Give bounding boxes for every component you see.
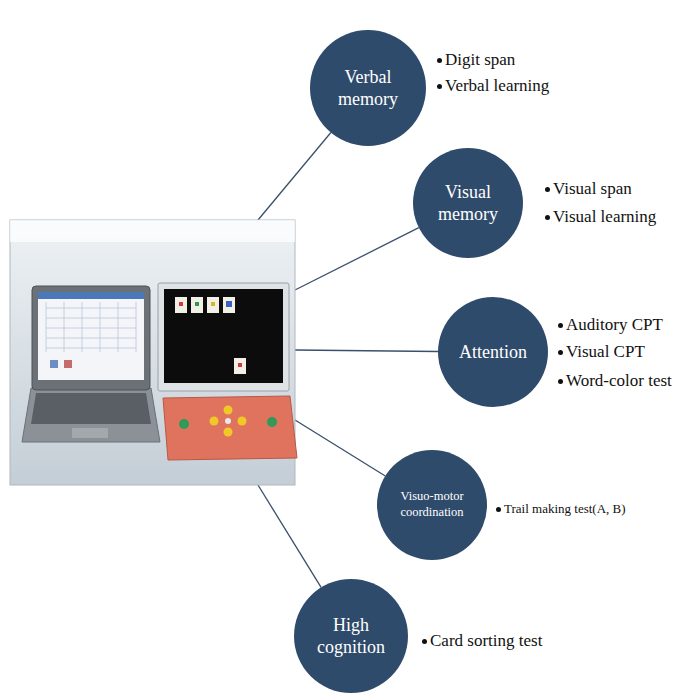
leader-line xyxy=(295,350,438,352)
bullet-item: Digit span xyxy=(437,49,515,71)
category-circle: Visuo-motor coordination xyxy=(377,450,487,560)
bullet-item: Word-color test xyxy=(558,370,672,392)
bullet-dot xyxy=(558,323,563,328)
test-name: Digit span xyxy=(445,49,515,71)
test-name: Word-color test xyxy=(566,370,672,392)
test-name: Visual CPT xyxy=(566,341,645,363)
circle-text-group: Visuo-motor coordination xyxy=(388,489,476,520)
test-name: Auditory CPT xyxy=(566,314,663,336)
leader-line xyxy=(295,228,419,290)
leader-line xyxy=(258,133,331,221)
circle-text-group: Attention xyxy=(459,341,527,364)
bullet-dot xyxy=(437,84,442,89)
category-circle: Attention xyxy=(438,297,548,407)
category-name: High cognition xyxy=(313,614,389,659)
bullet-dot xyxy=(437,58,442,63)
test-name: Visual learning xyxy=(553,206,656,228)
circle-shape xyxy=(294,579,408,693)
category-circle: High cognition xyxy=(294,579,408,693)
bullet-dot xyxy=(422,639,427,644)
bullet-item: Card sorting test xyxy=(422,630,542,652)
circle-fill xyxy=(294,579,408,693)
circle-text-group: Verbal memory xyxy=(326,66,410,111)
bullet-item: Verbal learning xyxy=(437,75,549,97)
category-name: Attention xyxy=(459,341,527,364)
bullet-item: Auditory CPT xyxy=(558,314,663,336)
test-name: Card sorting test xyxy=(430,630,542,652)
circle-text-group: Visual memory xyxy=(426,181,510,226)
test-name: Visual span xyxy=(553,178,632,200)
bullet-dot xyxy=(496,507,501,512)
circle-shape xyxy=(413,148,523,258)
leader-line xyxy=(258,485,321,587)
circle-text-group: High cognition xyxy=(313,614,389,659)
category-circle: Visual memory xyxy=(413,148,523,258)
leader-line xyxy=(295,420,385,476)
circle-fill xyxy=(438,297,548,407)
circle-fill xyxy=(413,148,523,258)
bullet-dot xyxy=(558,379,563,384)
bullet-item: Visual learning xyxy=(545,206,656,228)
category-name: Verbal memory xyxy=(326,66,410,111)
bullet-item: Visual span xyxy=(545,178,632,200)
bullet-item: Trail making test(A, B) xyxy=(496,498,626,520)
circle-shape xyxy=(310,30,426,146)
bullet-dot xyxy=(558,350,563,355)
test-name: Trail making test(A, B) xyxy=(504,498,626,520)
circle-fill xyxy=(377,450,487,560)
bullet-item: Visual CPT xyxy=(558,341,645,363)
category-circle: Verbal memory xyxy=(310,30,426,146)
category-name: Visual memory xyxy=(426,181,510,226)
device-photo xyxy=(10,220,297,485)
category-name: Visuo-motor coordination xyxy=(388,489,476,520)
bullet-dot xyxy=(545,187,550,192)
circle-fill xyxy=(310,30,426,146)
bullet-dot xyxy=(545,215,550,220)
test-name: Verbal learning xyxy=(445,75,549,97)
